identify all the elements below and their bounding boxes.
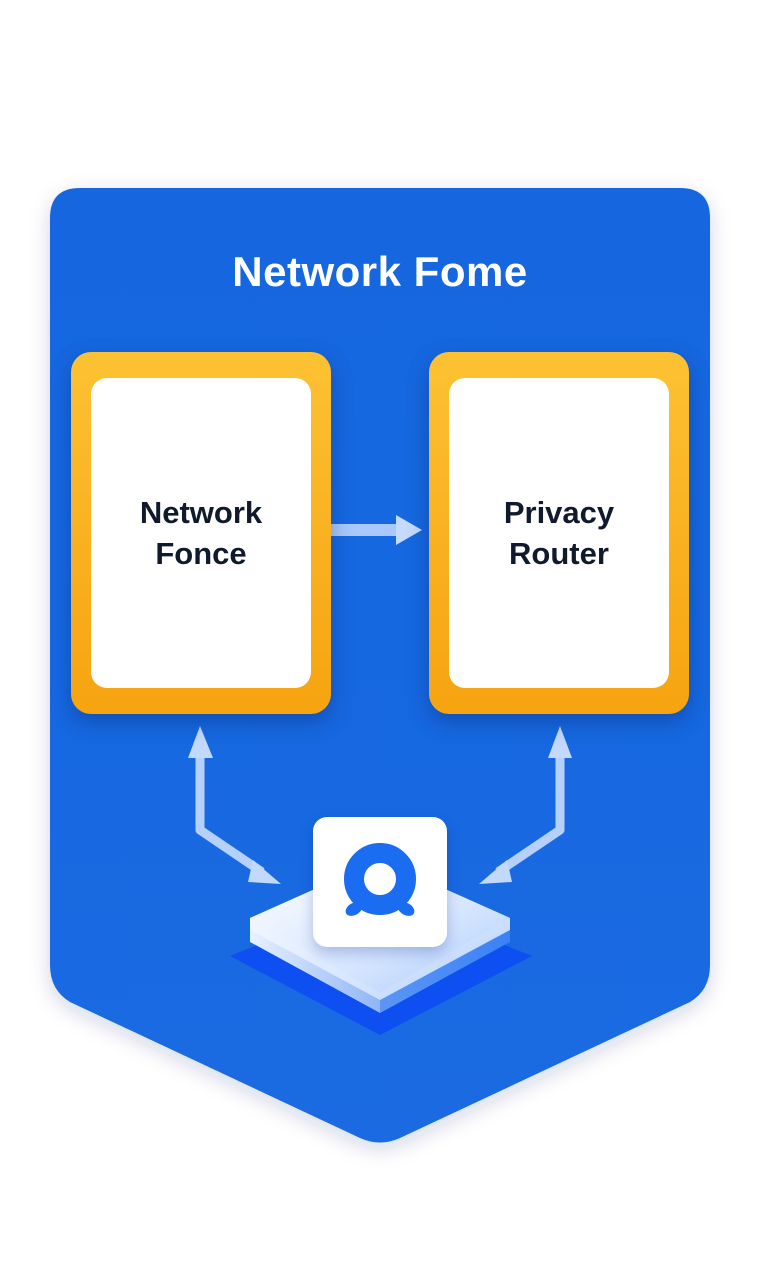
privacy-hub-icon	[344, 843, 416, 916]
arrow-head-up-right	[548, 726, 572, 758]
node-privacy-router[interactable]: Privacy Router	[429, 352, 689, 714]
node-network-fonce-body: Network Fonce	[91, 378, 311, 688]
arrow-fonce-to-router	[330, 515, 422, 545]
node-hub[interactable]	[313, 817, 447, 947]
node-privacy-router-body: Privacy Router	[449, 378, 669, 688]
node-label-line: Privacy	[503, 495, 615, 530]
node-label-line: Network	[139, 495, 263, 530]
node-network-fonce[interactable]: Network Fonce	[71, 352, 331, 714]
node-network-fonce-label: Network Fonce	[140, 492, 262, 574]
arrow-head-up-left	[188, 726, 213, 758]
arrow-fonce-hub	[195, 750, 265, 876]
arrow-head-down-right	[248, 860, 281, 884]
diagram-title: Network Fome	[232, 248, 528, 295]
node-label-line: Fonce	[155, 536, 247, 571]
node-privacy-router-label: Privacy Router	[504, 492, 614, 574]
arrow-router-hub	[495, 750, 565, 876]
node-label-line: Router	[509, 536, 609, 571]
arrow-head-down-left	[479, 860, 512, 884]
